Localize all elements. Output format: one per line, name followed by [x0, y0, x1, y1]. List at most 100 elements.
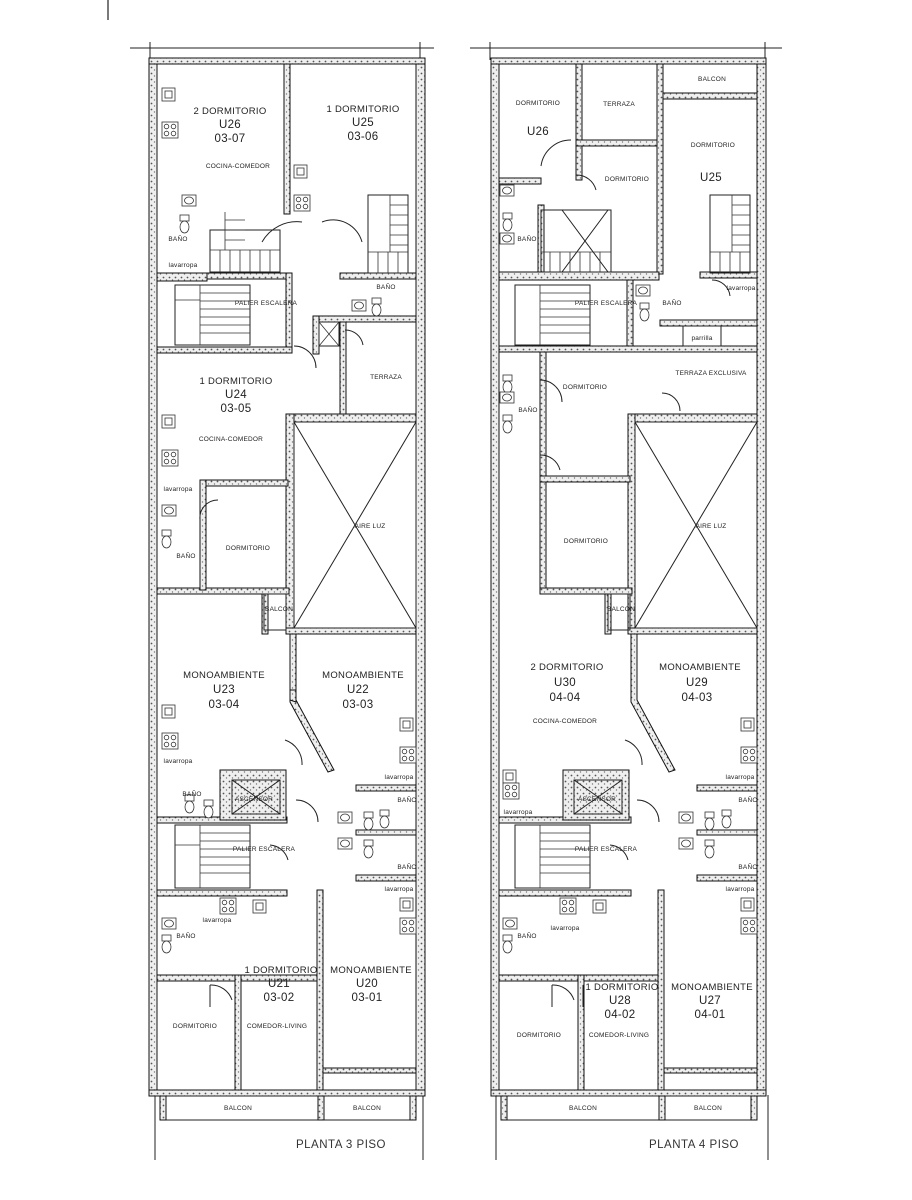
- room-label: ASCENSOR: [578, 796, 616, 803]
- unit-ref-u23: 03-04: [209, 699, 240, 711]
- room-label: DORMITORIO: [517, 1032, 561, 1039]
- room-label: COMEDOR-LIVING: [247, 1023, 307, 1030]
- room-label: DORMITORIO: [173, 1023, 217, 1030]
- unit-ref-u29: 04-03: [682, 692, 713, 704]
- room-label: COMEDOR-LIVING: [589, 1032, 649, 1039]
- room-label: BAÑO: [738, 862, 757, 871]
- room-label: BAÑO: [176, 551, 195, 560]
- room-label: BAÑO: [168, 234, 187, 243]
- unit-type-u25: 1 DORMITORIO: [326, 104, 399, 115]
- room-label: BALCON: [353, 1105, 381, 1112]
- unit-code-u27: U27: [699, 995, 721, 1007]
- room-label: lavarropa: [203, 917, 232, 924]
- unit-type-u27: MONOAMBIENTE: [671, 982, 753, 993]
- unit-type-u22: MONOAMBIENTE: [322, 670, 404, 681]
- unit-type-u28: 1 DORMITORIO: [585, 982, 658, 993]
- room-label: ASCENSOR: [235, 796, 273, 803]
- room-label: BALCON: [569, 1105, 597, 1112]
- room-label: lavarropa: [504, 809, 533, 816]
- unit-code-u23: U23: [213, 684, 235, 696]
- stair-palier-bottom: [174, 824, 251, 889]
- plan-caption: PLANTA 3 PISO: [296, 1139, 386, 1151]
- stair-top-left: [209, 212, 281, 273]
- room-label: BAÑO: [376, 282, 395, 291]
- unit-code-u25: U25: [352, 117, 374, 129]
- unit-code-u28: U28: [609, 995, 631, 1007]
- unit-type-u24: 1 DORMITORIO: [199, 376, 272, 387]
- room-label: AIRE LUZ: [696, 523, 727, 530]
- room-label: parrilla: [691, 335, 712, 342]
- plan-piso-3: 2 DORMITORIO U26 03-07 1 DORMITORIO U25 …: [130, 42, 434, 1160]
- room-label: DORMITORIO: [226, 545, 270, 552]
- stair-top-right: [709, 194, 751, 274]
- room-label: BAÑO: [518, 405, 537, 414]
- unit-type-u26: 2 DORMITORIO: [193, 106, 266, 117]
- room-label: BALCON: [265, 606, 293, 613]
- stair-top-left: [540, 209, 612, 273]
- stair-palier-bottom: [514, 824, 591, 889]
- room-label: PALIER ESCALERA: [233, 846, 296, 853]
- room-label: lavarropa: [169, 262, 198, 269]
- room-label: TERRAZA: [603, 101, 635, 108]
- room-label: lavarropa: [727, 285, 756, 292]
- unit-code-u30: U30: [554, 677, 576, 689]
- room-label: DORMITORIO: [564, 538, 608, 545]
- room-label: lavarropa: [726, 886, 755, 893]
- unit-type-u29: MONOAMBIENTE: [659, 662, 741, 673]
- unit-ref-u28: 04-02: [605, 1009, 636, 1021]
- room-label: lavarropa: [385, 886, 414, 893]
- unit-ref-u20: 03-01: [352, 992, 383, 1004]
- room-label: COCINA-COMEDOR: [199, 436, 263, 443]
- unit-code-u25: U25: [700, 172, 722, 184]
- plan-piso-4: U26 U25 2 DORMITORIO U30 04-04 MONOAMBIE…: [470, 42, 782, 1160]
- unit-code-u26: U26: [219, 119, 241, 131]
- room-label: COCINA-COMEDOR: [533, 718, 597, 725]
- room-label: lavarropa: [385, 774, 414, 781]
- room-label: lavarropa: [164, 758, 193, 765]
- unit-ref-u30: 04-04: [550, 692, 581, 704]
- unit-ref-u25: 03-06: [348, 131, 379, 143]
- unit-type-u30: 2 DORMITORIO: [530, 662, 603, 673]
- unit-ref-u24: 03-05: [221, 403, 252, 415]
- room-label: lavarropa: [164, 486, 193, 493]
- room-label: PALIER ESCALERA: [575, 846, 638, 853]
- unit-code-u29: U29: [686, 677, 708, 689]
- room-label: BAÑO: [517, 234, 536, 243]
- room-label: lavarropa: [551, 925, 580, 932]
- room-label: DORMITORIO: [605, 176, 649, 183]
- room-label: BALCON: [698, 76, 726, 83]
- unit-ref-u22: 03-03: [343, 699, 374, 711]
- room-label: BALCON: [694, 1105, 722, 1112]
- room-label: PALIER ESCALERA: [235, 300, 298, 307]
- room-label: TERRAZA: [370, 374, 402, 381]
- room-label: BAÑO: [397, 795, 416, 804]
- stair-top-right: [367, 194, 409, 274]
- unit-code-u20: U20: [356, 978, 378, 990]
- room-label: DORMITORIO: [563, 384, 607, 391]
- room-label: BAÑO: [517, 931, 536, 940]
- room-label: BALCON: [224, 1105, 252, 1112]
- unit-type-u21: 1 DORMITORIO: [244, 965, 317, 976]
- unit-ref-u27: 04-01: [695, 1009, 726, 1021]
- room-label: DORMITORIO: [516, 100, 560, 107]
- stair-palier-top: [514, 284, 591, 346]
- room-label: PALIER ESCALERA: [575, 300, 638, 307]
- unit-type-u23: MONOAMBIENTE: [183, 670, 265, 681]
- room-label: BAÑO: [662, 298, 681, 307]
- room-label: BALCON: [607, 606, 635, 613]
- room-label: lavarropa: [726, 774, 755, 781]
- room-label: AIRE LUZ: [355, 523, 386, 530]
- room-label: DORMITORIO: [691, 142, 735, 149]
- stair-palier-top: [174, 284, 251, 346]
- unit-ref-u21: 03-02: [264, 992, 295, 1004]
- unit-type-u20: MONOAMBIENTE: [330, 965, 412, 976]
- unit-ref-u26: 03-07: [215, 133, 246, 145]
- unit-code-u24: U24: [225, 389, 247, 401]
- room-label: TERRAZA EXCLUSIVA: [675, 370, 747, 377]
- room-label: BAÑO: [182, 789, 201, 798]
- unit-code-u21: U21: [268, 978, 290, 990]
- room-label: BAÑO: [176, 931, 195, 940]
- room-label: BAÑO: [738, 795, 757, 804]
- plan-caption: PLANTA 4 PISO: [649, 1139, 739, 1151]
